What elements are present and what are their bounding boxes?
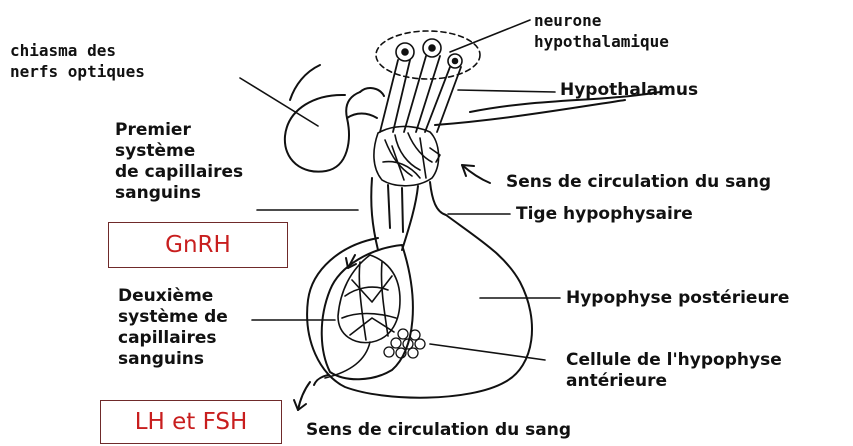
hypothalamus-region bbox=[376, 31, 480, 79]
label-neurone: neurone hypothalamique bbox=[534, 10, 669, 52]
label-chiasma-line1: chiasma des bbox=[10, 40, 145, 61]
label-neurone-line2: hypothalamique bbox=[534, 31, 669, 52]
label-sens-circulation-top: Sens de circulation du sang bbox=[506, 172, 771, 193]
first-capillary-system bbox=[374, 126, 440, 185]
pituitary-gland bbox=[307, 215, 532, 398]
optic-chiasma bbox=[285, 92, 360, 172]
label-neurone-line1: neurone bbox=[534, 10, 669, 31]
hypothalamic-neurons bbox=[396, 39, 462, 68]
label-cellule-anterieure: Cellule de l'hypophyse antérieure bbox=[566, 350, 782, 392]
label-premier-systeme: Premier système de capillaires sanguins bbox=[115, 120, 243, 204]
label-deuxieme-line4: sanguins bbox=[118, 349, 228, 370]
label-premier-line3: de capillaires bbox=[115, 162, 243, 183]
label-premier-line1: Premier bbox=[115, 120, 243, 141]
label-hypophyse-posterieure: Hypophyse postérieure bbox=[566, 288, 789, 309]
label-cellule-line1: Cellule de l'hypophyse bbox=[566, 350, 782, 371]
label-hypothalamus: Hypothalamus bbox=[560, 80, 698, 101]
label-chiasma-line2: nerfs optiques bbox=[10, 61, 145, 82]
hormone-gnrh-box: GnRH bbox=[108, 222, 288, 268]
label-cellule-line2: antérieure bbox=[566, 371, 782, 392]
label-deuxieme-line3: capillaires bbox=[118, 328, 228, 349]
label-deuxieme-systeme: Deuxième système de capillaires sanguins bbox=[118, 286, 228, 370]
label-chiasma: chiasma des nerfs optiques bbox=[10, 40, 145, 82]
hormone-lh-fsh-box: LH et FSH bbox=[100, 400, 282, 444]
label-tige-hypophysaire: Tige hypophysaire bbox=[516, 204, 693, 225]
axons bbox=[380, 56, 461, 132]
label-deuxieme-line2: système de bbox=[118, 307, 228, 328]
label-premier-line2: système bbox=[115, 141, 243, 162]
second-capillary-system bbox=[325, 255, 400, 378]
label-deuxieme-line1: Deuxième bbox=[118, 286, 228, 307]
label-sens-circulation-bottom: Sens de circulation du sang bbox=[306, 420, 571, 441]
label-premier-line4: sanguins bbox=[115, 183, 243, 204]
